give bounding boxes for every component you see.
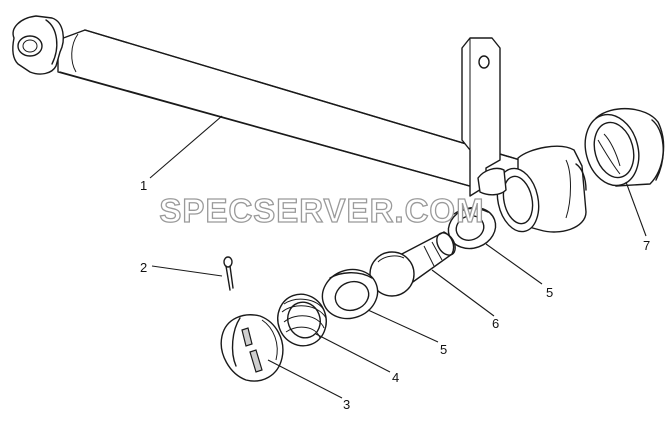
rod-eye-hole [17,35,43,57]
part-5-washer-lower [321,268,379,320]
socket-housing [477,145,587,233]
callout-6: 6 [492,316,499,331]
leader-lines [149,115,647,399]
lever-plate [461,37,501,197]
callout-5b: 5 [546,285,553,300]
part-5-washer-upper [447,206,497,250]
callout-3: 3 [343,397,350,412]
part-7-cap [584,107,665,187]
leader-6 [431,269,495,317]
part-1-rod [12,15,521,201]
watermark-text: SPECSERVER.COM [159,192,484,229]
leader-1 [149,115,223,179]
leader-7 [625,181,647,237]
leader-5a [367,309,439,343]
lever-hole [478,55,490,69]
callout-2: 2 [140,260,147,275]
ball-head [369,251,415,297]
leader-2 [151,265,223,277]
leader-4 [315,333,391,373]
leader-3 [267,359,343,399]
callout-7: 7 [643,238,650,253]
part-6-ball-pin [369,231,456,297]
callout-4: 4 [392,370,399,385]
callout-1: 1 [140,178,147,193]
leader-5b [485,243,543,285]
callout-5a: 5 [440,342,447,357]
part-2-split-pin [223,256,234,291]
part-3-bushing [220,314,284,382]
